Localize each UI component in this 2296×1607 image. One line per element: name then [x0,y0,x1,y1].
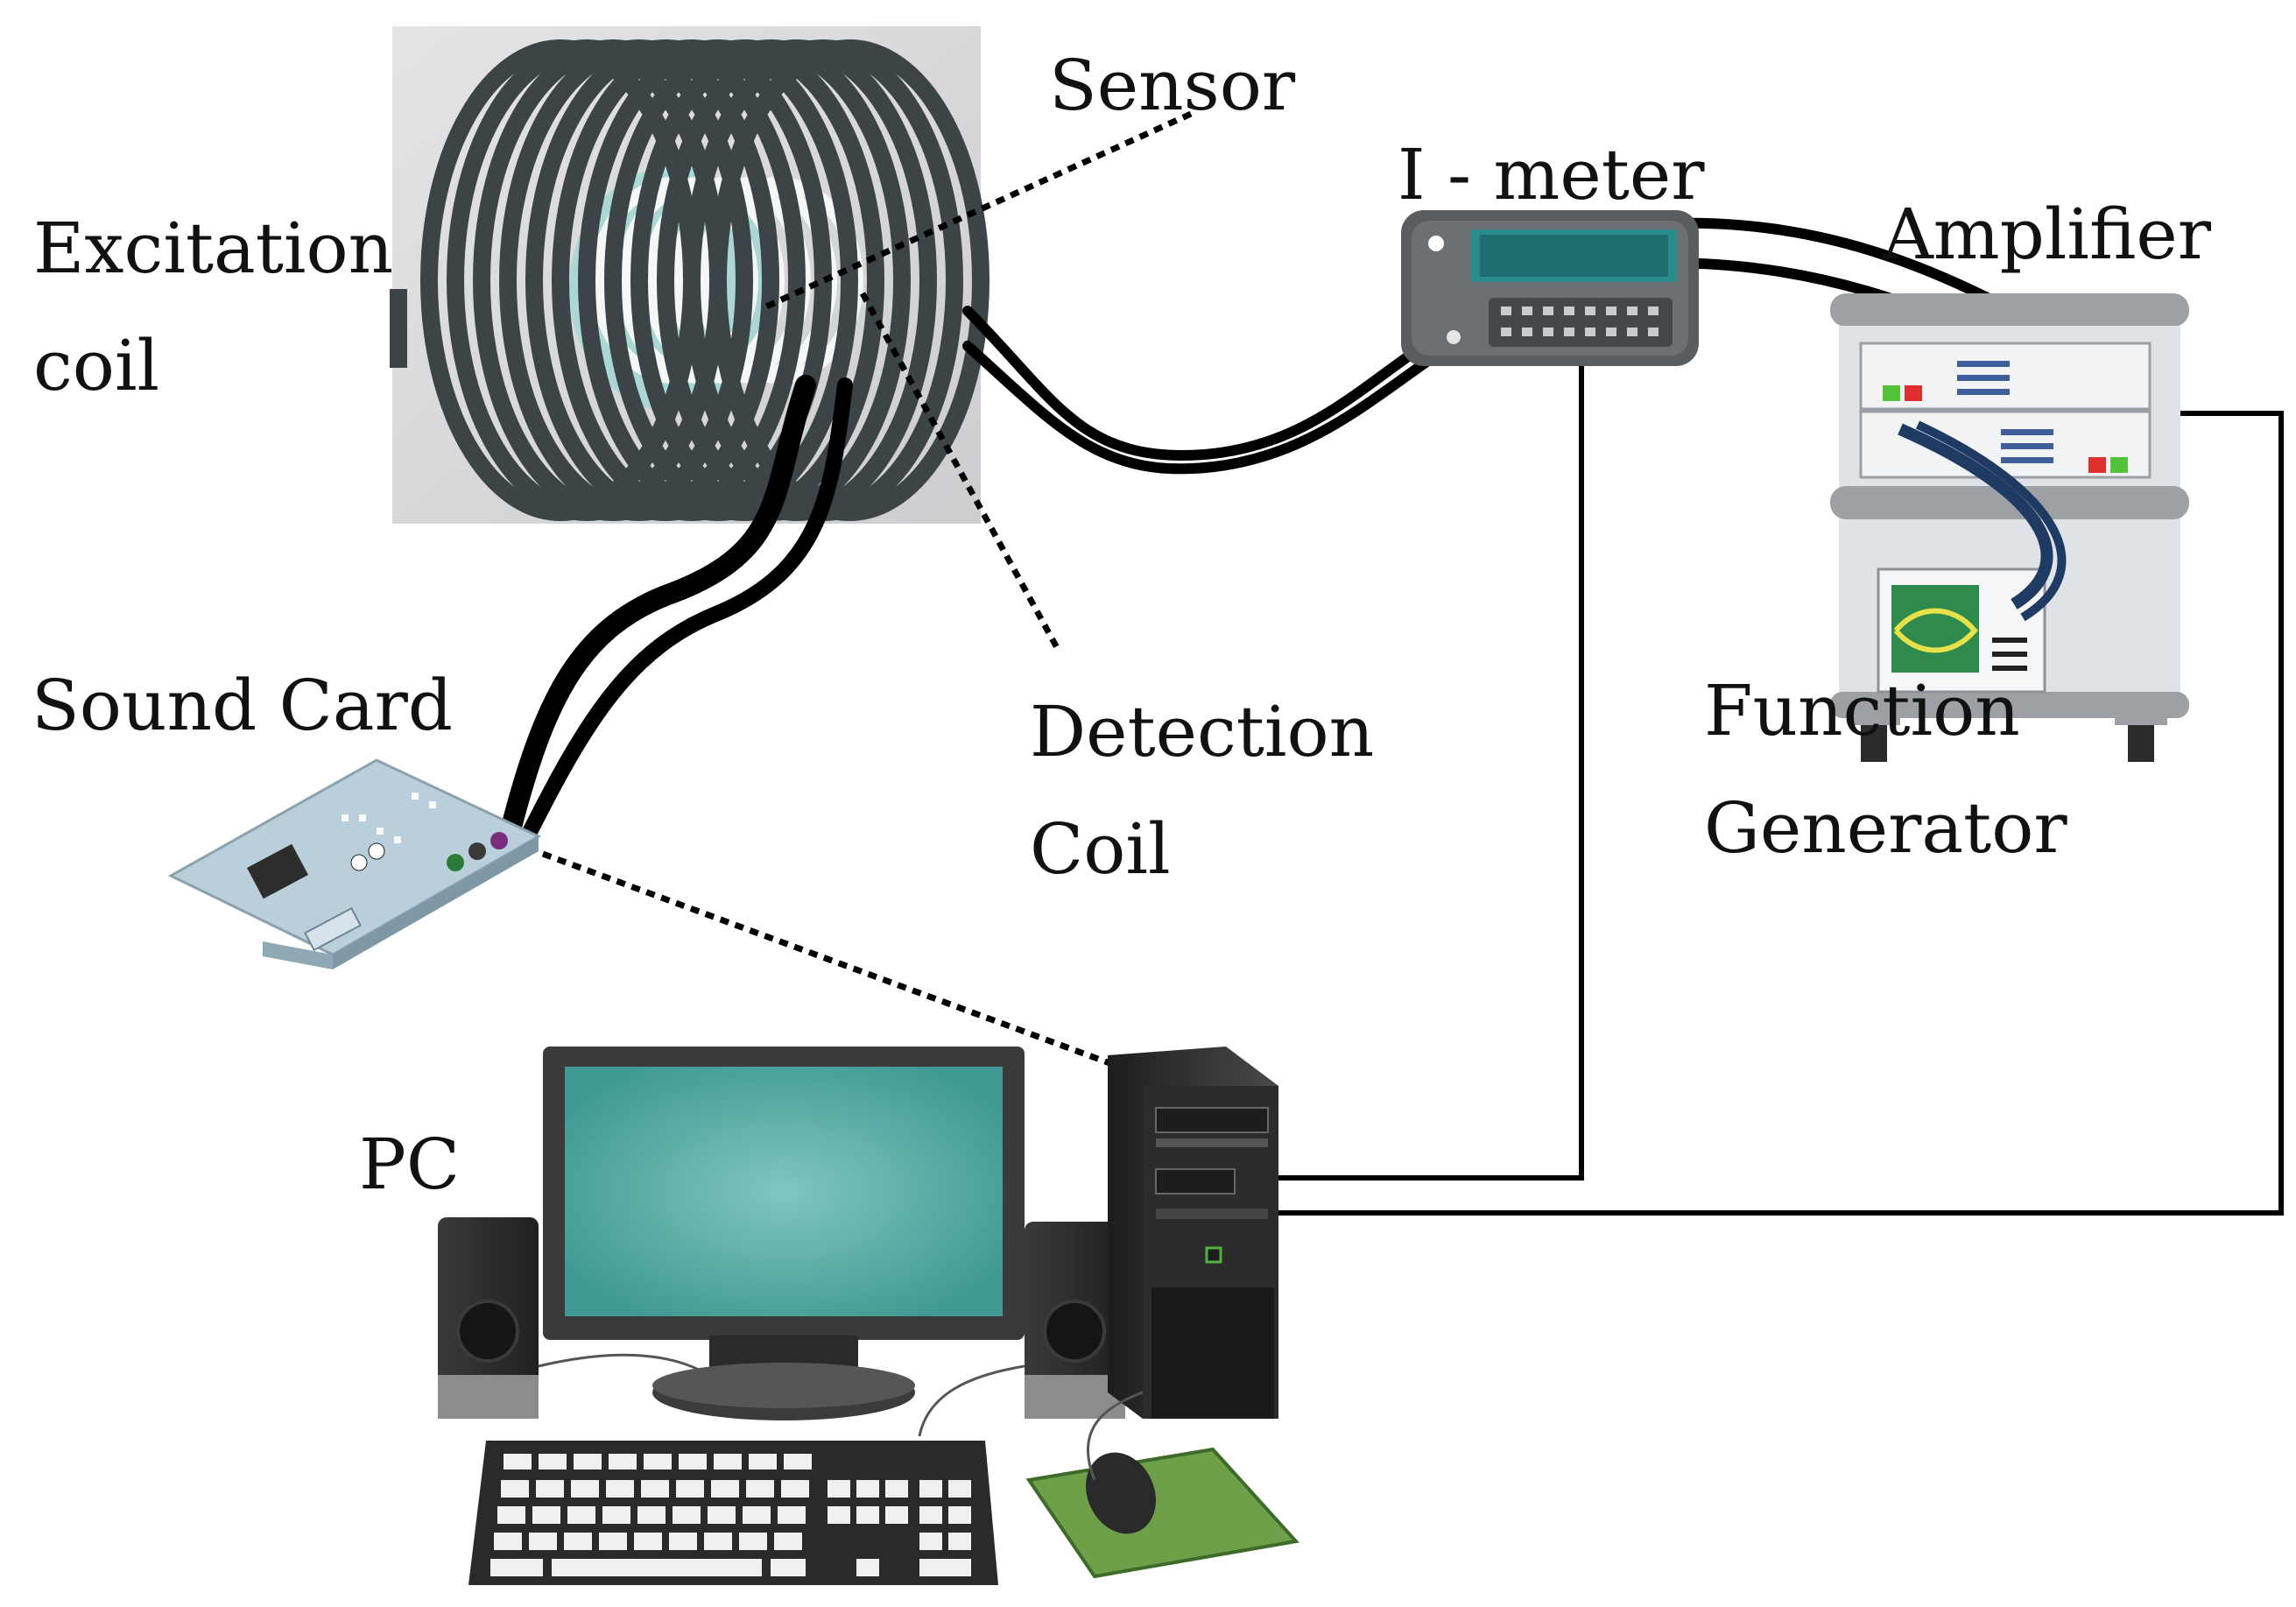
excitation-coil-label-line1: Excitation [33,208,394,289]
pc-label: PC [359,1124,461,1205]
function-generator-label-line2: Generator [1704,787,2067,869]
speaker-right-icon [1025,1222,1125,1419]
detection-coil-label-line1: Detection [1030,691,1375,772]
keyboard-icon [468,1441,998,1585]
sensor-label: Sensor [1049,45,1296,126]
multimeter-icon [1401,210,1699,366]
i-meter-label: I - meter [1398,134,1705,215]
detection-coil-label-line2: Coil [1030,808,1171,890]
excitation-coil-icon [390,26,990,524]
amplifier-label: Amplifier [1883,194,2211,275]
sound-card-icon [167,758,542,969]
excitation-coil-label-line2: coil [33,325,160,406]
pointer-lines [541,110,1193,1068]
amplifier-rack-icon [1830,293,2189,762]
waveform-generator-icon [1877,567,2046,694]
mouse-icon [1025,1447,1299,1579]
function-generator-label-line1: Function [1704,670,2020,751]
pc-icon [438,1047,1299,1585]
computer-tower-icon [1108,1047,1278,1419]
sound-card-label: Sound Card [32,665,454,746]
signal-wires [1274,361,2284,1216]
monitor-icon [543,1047,1025,1420]
speaker-left-icon [438,1217,539,1419]
